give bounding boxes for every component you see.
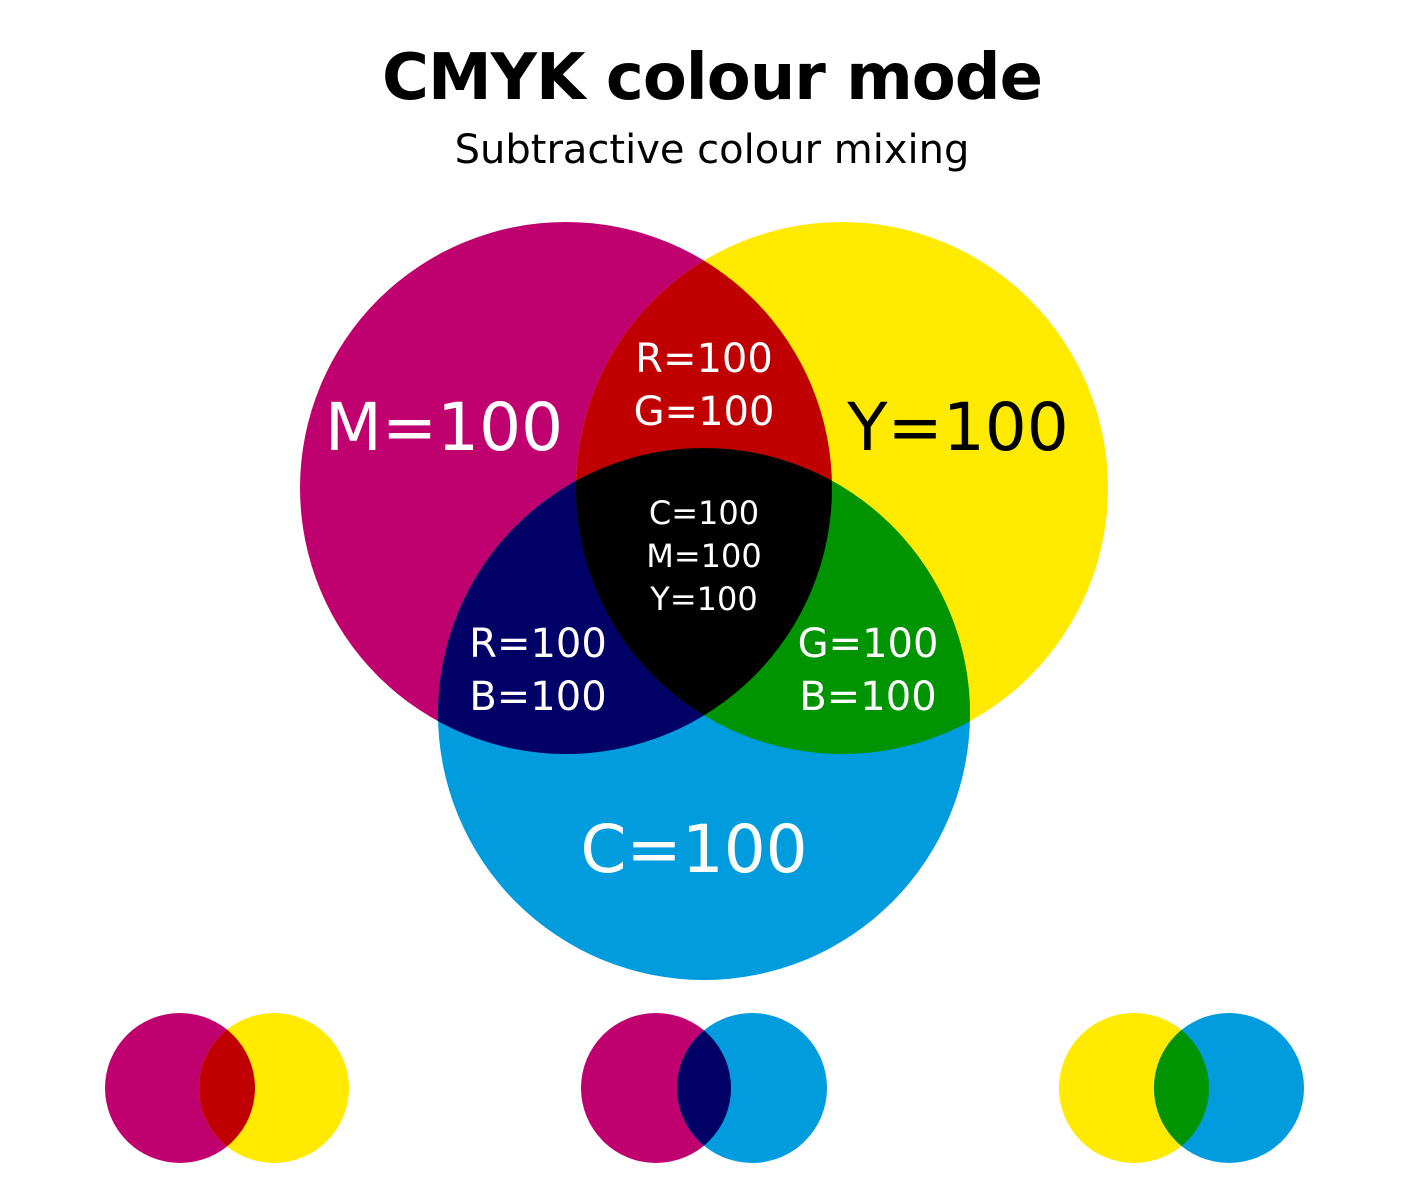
pair-magenta-cyan bbox=[581, 1013, 827, 1163]
red-label-line-1: R=100 bbox=[635, 336, 773, 382]
page-title: CMYK colour mode bbox=[382, 41, 1043, 115]
black-label-line-3: Y=100 bbox=[649, 580, 757, 618]
pair-3-overlap bbox=[1154, 1013, 1209, 1163]
blue-label-line-2: B=100 bbox=[469, 674, 606, 720]
yellow-label: Y=100 bbox=[846, 389, 1069, 466]
pair-yellow-cyan bbox=[1059, 1013, 1304, 1163]
red-label-line-2: G=100 bbox=[634, 389, 775, 435]
black-label-line-1: C=100 bbox=[649, 494, 759, 532]
page-subtitle: Subtractive colour mixing bbox=[454, 127, 970, 173]
green-label-line-1: G=100 bbox=[798, 621, 939, 667]
green-label-line-2: B=100 bbox=[799, 674, 936, 720]
black-overlap bbox=[576, 448, 832, 754]
cyan-label: C=100 bbox=[580, 811, 807, 888]
pair-2-overlap bbox=[677, 1013, 731, 1163]
black-label-line-2: M=100 bbox=[646, 537, 762, 575]
pair-1-overlap bbox=[199, 1013, 255, 1163]
magenta-label: M=100 bbox=[325, 389, 563, 466]
big-venn: M=100 Y=100 C=100 R=100 G=100 C=100 M=10… bbox=[300, 222, 1108, 980]
blue-label-line-1: R=100 bbox=[469, 621, 607, 667]
pair-magenta-yellow bbox=[105, 1013, 349, 1163]
